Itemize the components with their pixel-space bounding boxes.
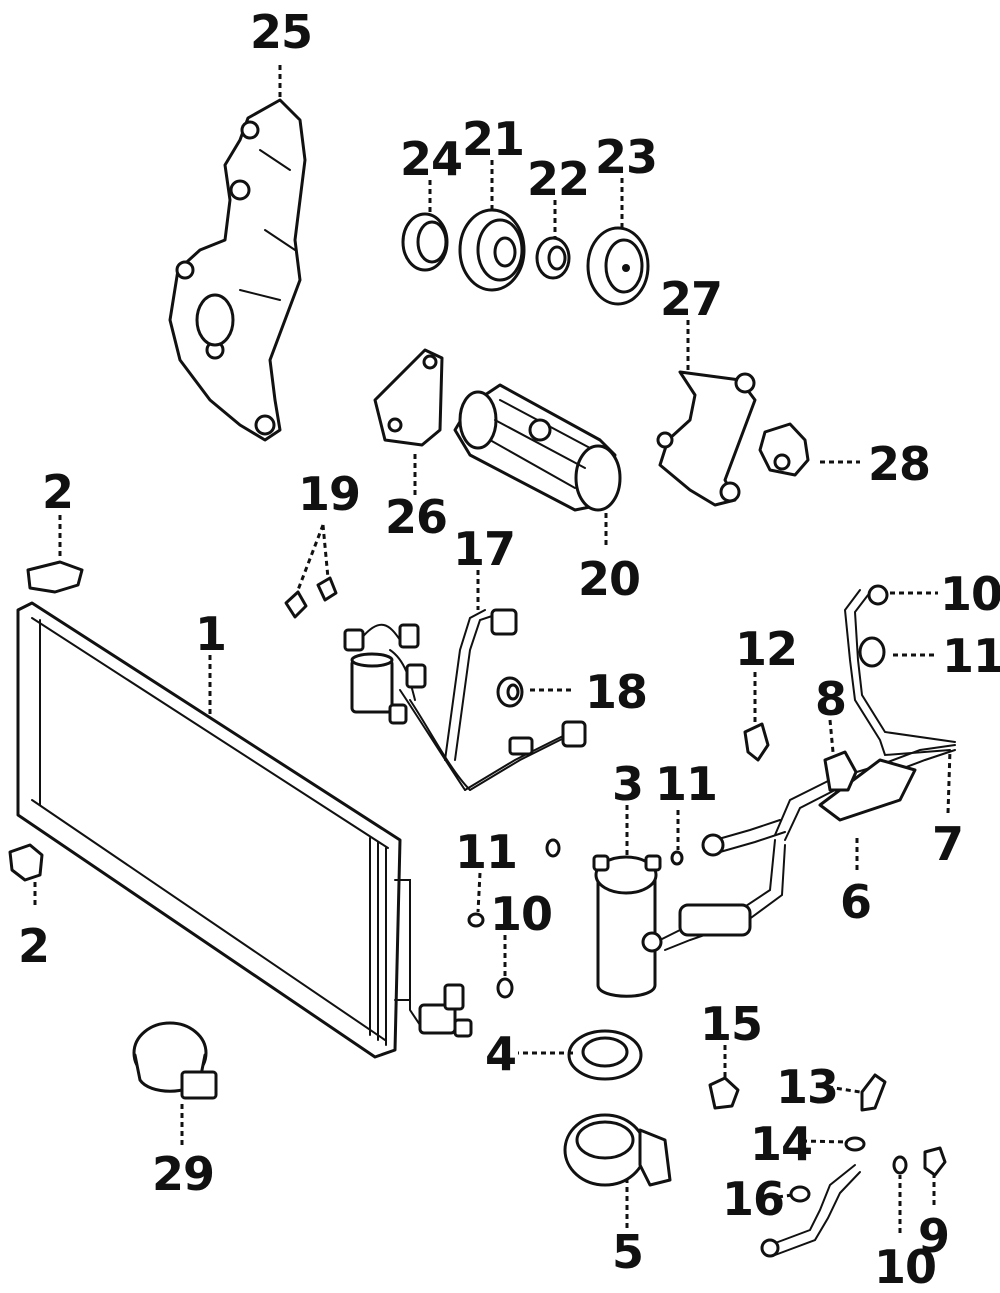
part-27-rear-bracket — [656, 370, 757, 507]
callout-7: 7 — [932, 817, 963, 871]
callout-11-lower: 11 — [455, 825, 517, 879]
callout-9: 9 — [918, 1209, 949, 1263]
callout-10-bottom: 10 — [874, 1240, 936, 1293]
callout-13: 13 — [776, 1060, 838, 1114]
part-4-bracket-ring — [567, 1029, 643, 1081]
part-5-accumulator-bracket — [563, 1113, 672, 1187]
part-21-clutch-pulley — [458, 208, 526, 292]
callout-2-upper: 2 — [42, 465, 73, 519]
part-20-compressor — [453, 383, 622, 512]
callout-19: 19 — [298, 467, 360, 521]
part-23-clutch-hub — [586, 226, 650, 306]
part-19-fittings — [284, 576, 338, 619]
part-29-sensor — [132, 1021, 218, 1100]
callout-6: 6 — [840, 875, 871, 929]
callout-23: 23 — [595, 130, 657, 184]
part-14-o-ring — [844, 1136, 866, 1152]
part-2-upper-insulator — [26, 560, 84, 594]
part-2-lower-insulator — [8, 843, 44, 882]
callout-17: 17 — [453, 522, 515, 576]
callout-18: 18 — [585, 665, 647, 719]
callout-8: 8 — [815, 672, 846, 726]
callout-22: 22 — [527, 152, 589, 206]
callout-29: 29 — [152, 1147, 214, 1201]
callout-28: 28 — [868, 437, 930, 491]
part-28-bracket-clip — [758, 422, 810, 477]
part-24-clutch-coil — [401, 212, 449, 272]
callout-5: 5 — [612, 1225, 643, 1279]
o-ring-11-lower — [467, 912, 485, 928]
callout-11-upper: 11 — [942, 629, 1000, 683]
callout-27: 27 — [660, 272, 722, 326]
callout-3: 3 — [612, 757, 643, 811]
callout-1: 1 — [195, 607, 226, 661]
part-8-valve-cap — [823, 750, 858, 792]
callout-4: 4 — [485, 1027, 516, 1081]
part-13-valve — [860, 1073, 887, 1112]
part-3-accumulator — [592, 854, 662, 998]
part-1-condenser — [16, 601, 446, 1059]
part-18-fitting — [496, 676, 524, 708]
part-26-compressor-bracket — [373, 348, 444, 447]
o-ring-11-upper — [858, 636, 886, 668]
callout-20: 20 — [578, 552, 640, 606]
callout-12: 12 — [735, 622, 797, 676]
callout-24: 24 — [400, 132, 462, 186]
callout-26: 26 — [385, 490, 447, 544]
o-ring-10-mid — [545, 838, 561, 858]
part-22-bearing — [535, 236, 571, 280]
callout-2-lower: 2 — [18, 919, 49, 973]
callout-14: 14 — [750, 1117, 812, 1171]
leader-lines — [33, 65, 952, 1233]
callout-numbers: 25 24 21 22 23 27 28 26 20 19 17 18 2 1 … — [18, 5, 1000, 1293]
callout-10-upper: 10 — [940, 567, 1000, 621]
o-ring-10-bottom — [892, 1155, 908, 1175]
callout-16: 16 — [722, 1172, 784, 1226]
callout-11-mid: 11 — [655, 757, 717, 811]
part-25-mounting-bracket — [168, 98, 307, 442]
part-17-hose-assembly — [343, 608, 587, 791]
callout-25: 25 — [250, 5, 312, 59]
part-9-valve-core — [923, 1146, 947, 1177]
callout-15: 15 — [700, 997, 762, 1051]
part-15-valve — [708, 1076, 740, 1110]
part-6-7-tube-assembly — [641, 584, 956, 953]
o-ring-10-lower — [496, 977, 514, 999]
part-16-hose-and-o-ring — [760, 1164, 861, 1258]
o-ring-11-mid — [670, 850, 684, 866]
callout-10-lower: 10 — [490, 887, 552, 941]
callout-21: 21 — [462, 112, 524, 166]
condenser-fitting — [418, 983, 473, 1038]
part-12-switch — [743, 722, 770, 762]
